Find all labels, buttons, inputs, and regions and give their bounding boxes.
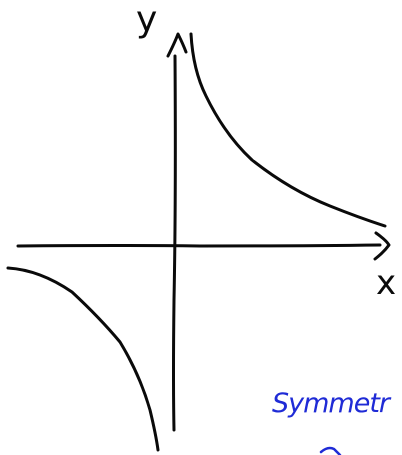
curve-lower-left-branch [6,266,160,452]
x-axis-label: x [376,263,397,303]
y-axis-line [172,54,177,432]
annotation-note: Symmetr [272,388,390,419]
y-axis-label: y [136,0,158,40]
y-axis-arrowhead [166,32,188,58]
curve-upper-right-branch [189,32,387,228]
x-axis-arrowhead [373,231,391,261]
x-axis-line [16,243,382,248]
annotation-scribble [319,446,342,455]
